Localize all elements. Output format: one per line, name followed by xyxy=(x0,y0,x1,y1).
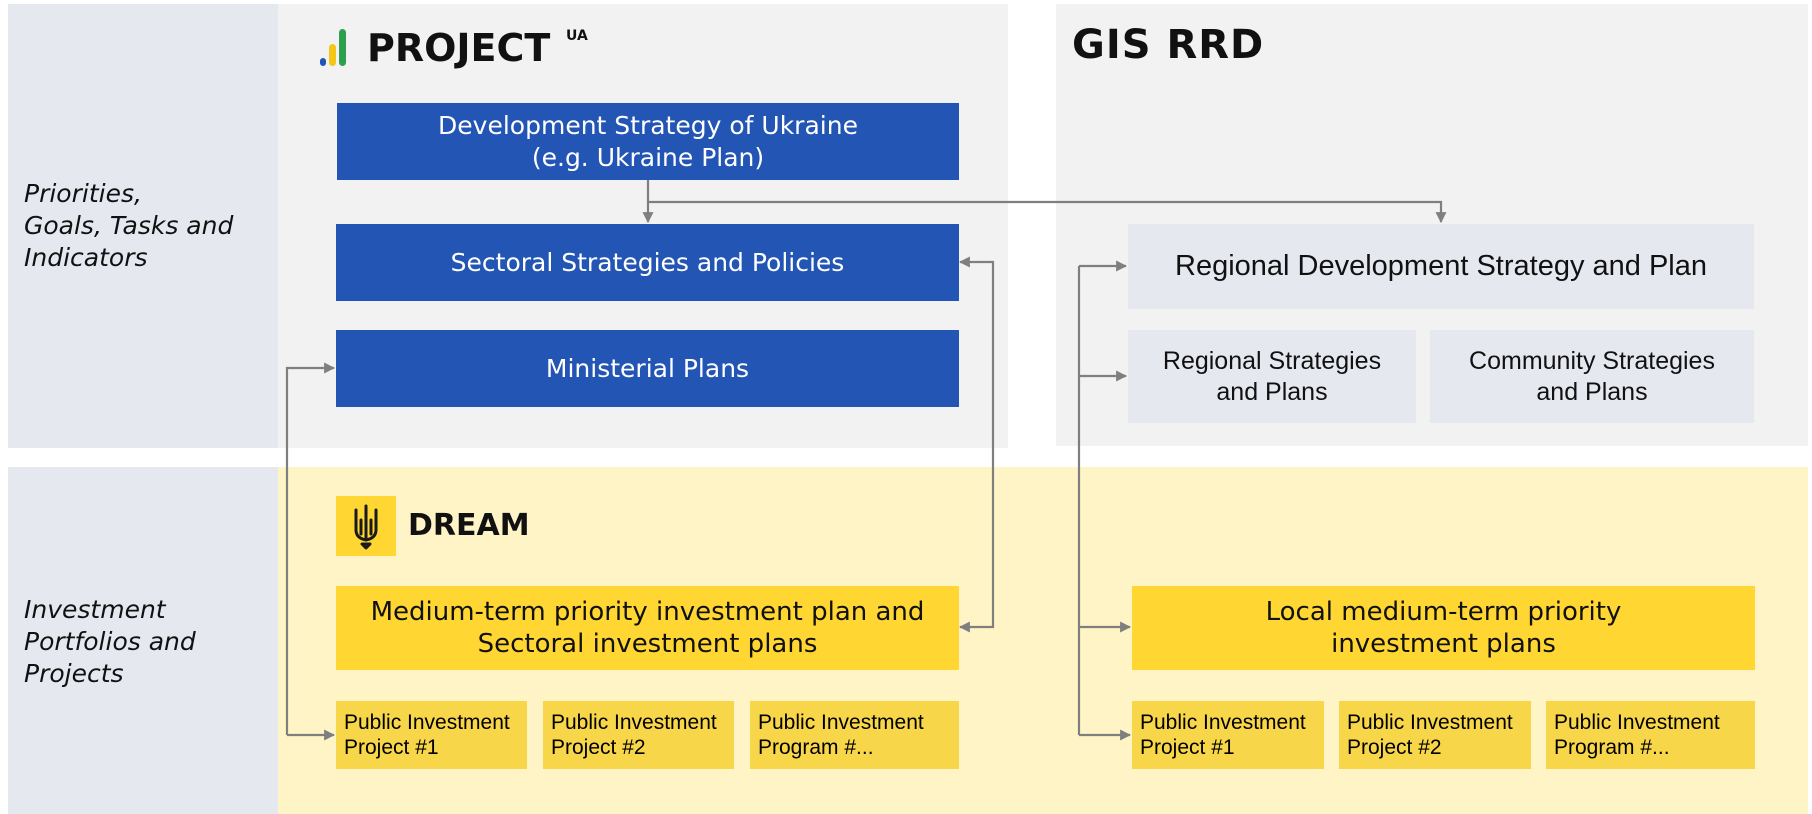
project-ua-bars-icon xyxy=(320,29,346,66)
local-medium-term-investment-plans-box: Local medium-term priority investment pl… xyxy=(1132,586,1755,670)
left-public-investment-project-1: Public Investment Project #1 xyxy=(336,701,527,769)
project-ua-logo-text: PROJECT xyxy=(367,26,551,70)
development-strategy-box: Development Strategy of Ukraine (e.g. Uk… xyxy=(337,103,959,180)
left-public-investment-program: Public Investment Program #... xyxy=(750,701,959,769)
investment-label-panel xyxy=(8,467,278,814)
sectoral-strategies-box: Sectoral Strategies and Policies xyxy=(336,224,959,301)
right-public-investment-program: Public Investment Program #... xyxy=(1546,701,1755,769)
ministerial-plans-box: Ministerial Plans xyxy=(336,330,959,407)
priorities-label-panel xyxy=(8,4,278,448)
dream-logo-text: DREAM xyxy=(408,508,530,543)
investment-row-label: Investment Portfolios and Projects xyxy=(24,595,196,688)
arrow-sectoral-medium-term xyxy=(958,256,995,633)
arrow-dev-to-regional xyxy=(648,200,1447,224)
project-ua-logo: PROJECT UA xyxy=(318,24,598,70)
right-public-investment-project-2: Public Investment Project #2 xyxy=(1339,701,1531,769)
trident-badge xyxy=(336,496,396,556)
priorities-row-label: Priorities, Goals, Tasks and Indicators xyxy=(24,179,234,272)
regional-strategies-box: Regional Strategies and Plans xyxy=(1128,330,1416,423)
medium-term-investment-plan-box: Medium-term priority investment plan and… xyxy=(336,586,959,670)
regional-development-strategy-box: Regional Development Strategy and Plan xyxy=(1128,224,1754,309)
gis-rrd-title: GIS RRD xyxy=(1072,22,1265,68)
left-public-investment-project-2: Public Investment Project #2 xyxy=(543,701,734,769)
project-ua-logo-superscript: UA xyxy=(566,28,588,44)
trident-icon xyxy=(354,504,378,550)
dream-logo: DREAM xyxy=(336,496,536,558)
right-public-investment-project-1: Public Investment Project #1 xyxy=(1132,701,1324,769)
community-strategies-box: Community Strategies and Plans xyxy=(1430,330,1754,423)
arrow-left-to-ministerial xyxy=(285,362,336,735)
